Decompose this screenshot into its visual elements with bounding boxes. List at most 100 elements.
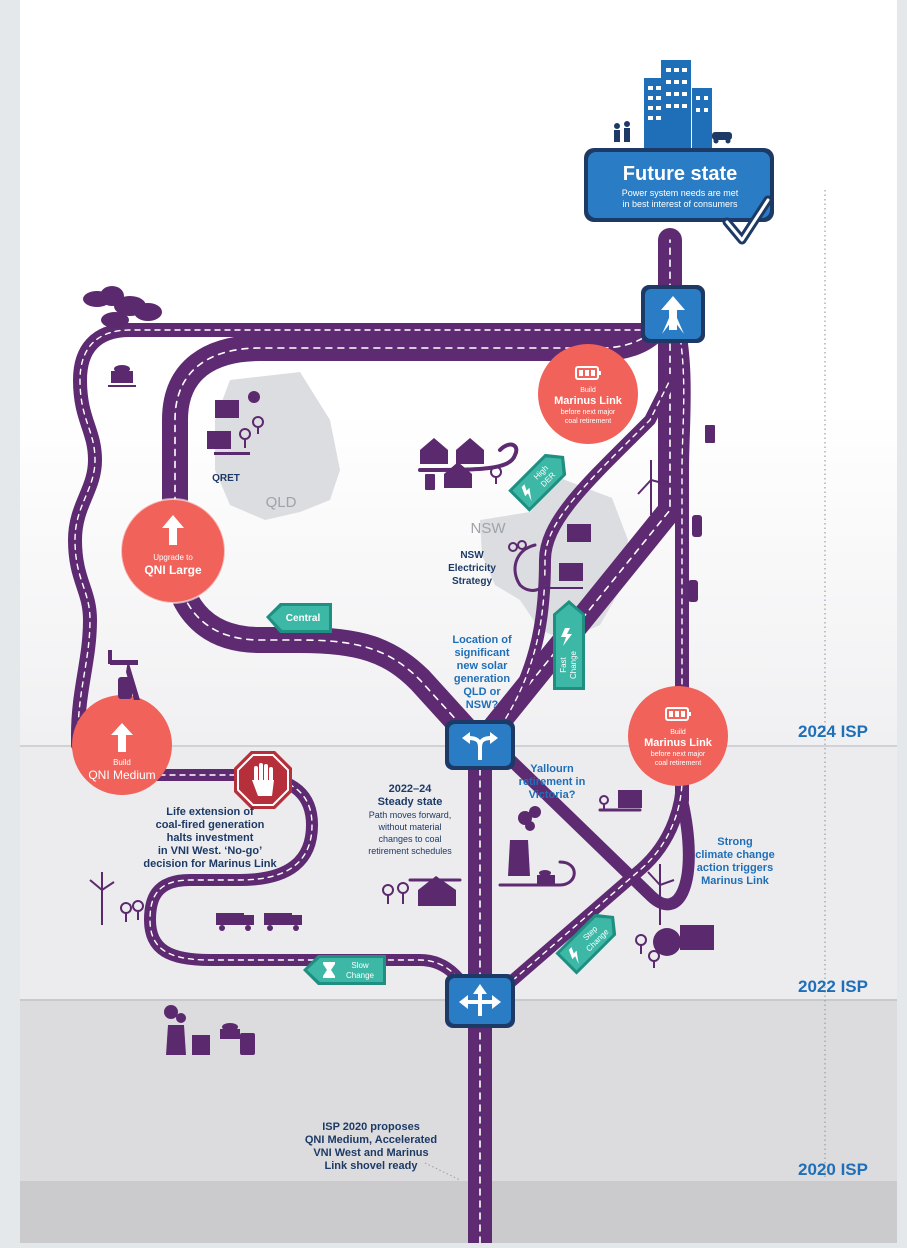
step-change-sign: Step Change bbox=[555, 913, 617, 975]
svg-text:NSW: NSW bbox=[460, 550, 484, 561]
marinus-bottom-sub2: coal retirement bbox=[655, 760, 701, 767]
house-icon bbox=[420, 438, 484, 488]
svg-text:NSW?: NSW? bbox=[466, 699, 499, 711]
band-2024 bbox=[20, 0, 897, 745]
svg-text:new solar: new solar bbox=[457, 660, 508, 672]
coal-wagon-icon bbox=[220, 1023, 255, 1055]
tree-icon bbox=[599, 795, 609, 811]
location-question-label: Location of significant new solar genera… bbox=[452, 634, 512, 711]
slow-change-label2: Change bbox=[346, 971, 375, 980]
solar-panel-icon bbox=[545, 524, 591, 589]
svg-text:decision for Marinus Link: decision for Marinus Link bbox=[143, 858, 277, 870]
fork-sign bbox=[445, 720, 515, 770]
marinus-top-sub1: before next major bbox=[561, 409, 616, 416]
life-extension-label: Life extension of coal-fired generation … bbox=[143, 806, 277, 870]
tree-icon bbox=[239, 416, 264, 448]
marinus-top-sub2: coal retirement bbox=[565, 418, 611, 425]
up-arrow-icon bbox=[111, 723, 133, 752]
svg-text:retirement schedules: retirement schedules bbox=[368, 846, 452, 856]
svg-text:significant: significant bbox=[454, 647, 509, 659]
stop-sign bbox=[234, 751, 292, 809]
yallourn-label: Yallourn retirement in Victoria? bbox=[519, 763, 586, 801]
qni-medium-circle: Build QNI Medium bbox=[72, 695, 172, 795]
electric-car-icon bbox=[688, 515, 702, 602]
marinus-bottom-big: Marinus Link bbox=[644, 737, 713, 749]
svg-text:generation: generation bbox=[454, 673, 511, 685]
qni-medium-big: QNI Medium bbox=[88, 768, 155, 782]
isp-2020-label: 2020 ISP bbox=[798, 1160, 868, 1179]
three-way-sign bbox=[445, 974, 515, 1028]
slow-change-label1: Slow bbox=[351, 961, 369, 970]
svg-text:retirement in: retirement in bbox=[519, 776, 586, 788]
future-state-sign bbox=[588, 152, 770, 218]
oil-pump-icon bbox=[108, 650, 140, 700]
nsw-strategy-label: NSW Electricity Strategy bbox=[448, 550, 496, 587]
marinus-bottom-circle: Build Marinus Link before next major coa… bbox=[628, 686, 728, 786]
svg-text:Yallourn: Yallourn bbox=[530, 763, 574, 775]
svg-text:halts investment: halts investment bbox=[167, 832, 254, 844]
timeline-labels: 2024 ISP 2022 ISP 2020 ISP bbox=[798, 722, 868, 1179]
fast-change-label2: Change bbox=[569, 650, 578, 679]
clouds-icon bbox=[83, 286, 162, 328]
tree-icon bbox=[490, 466, 502, 484]
truck-icon bbox=[216, 913, 302, 931]
marinus-top-small: Build bbox=[580, 387, 596, 394]
high-der-sign: High DER bbox=[508, 453, 567, 512]
qni-large-big: QNI Large bbox=[144, 563, 202, 577]
svg-text:Electricity: Electricity bbox=[448, 563, 496, 574]
labels: QRET NSW Electricity Strategy Location o… bbox=[143, 473, 775, 1181]
future-state-group: Future state Power system needs are met … bbox=[584, 60, 774, 245]
central-label: Central bbox=[286, 613, 321, 624]
wind-turbine-icon bbox=[89, 872, 115, 925]
band-bottom bbox=[20, 1181, 897, 1243]
lightning-icon bbox=[561, 628, 572, 646]
car-icon bbox=[712, 132, 732, 144]
nsw-road bbox=[489, 374, 676, 741]
wind-turbine-icon bbox=[637, 460, 667, 515]
svg-text:Link shovel ready: Link shovel ready bbox=[325, 1160, 419, 1172]
svg-text:Strong: Strong bbox=[717, 836, 752, 848]
pedestrians-icon bbox=[614, 121, 630, 142]
house-icon bbox=[418, 876, 456, 906]
solar-panel-icon bbox=[618, 790, 642, 808]
steady-state-label: 2022–24 Steady state Path moves forward,… bbox=[368, 783, 452, 856]
qni-medium-small: Build bbox=[113, 758, 131, 767]
slow-change-road bbox=[114, 769, 478, 1006]
qni-large-circle: Upgrade to QNI Large bbox=[120, 498, 226, 604]
svg-text:Strategy: Strategy bbox=[452, 576, 492, 587]
lightning-icon bbox=[568, 947, 579, 965]
tree-icon bbox=[120, 900, 144, 922]
factory-icon bbox=[508, 806, 541, 876]
factory-icon bbox=[164, 1005, 210, 1055]
svg-text:Path moves forward,: Path moves forward, bbox=[369, 810, 452, 820]
tree-icon bbox=[382, 882, 409, 904]
marinus-top-big: Marinus Link bbox=[554, 395, 623, 407]
battery-icon bbox=[665, 707, 691, 721]
tree-icon bbox=[635, 934, 660, 968]
wind-turbine-icon bbox=[647, 864, 675, 925]
svg-text:climate change: climate change bbox=[695, 849, 774, 861]
svg-text:QNI Medium, Accelerated: QNI Medium, Accelerated bbox=[305, 1134, 437, 1146]
svg-text:coal-fired generation: coal-fired generation bbox=[156, 819, 265, 831]
svg-text:ISP 2020 proposes: ISP 2020 proposes bbox=[322, 1121, 420, 1133]
isp2020-label: ISP 2020 proposes QNI Medium, Accelerate… bbox=[305, 1121, 437, 1172]
merge-arrow-icon bbox=[661, 296, 685, 334]
svg-text:Marinus Link: Marinus Link bbox=[701, 875, 770, 887]
svg-text:2022–24: 2022–24 bbox=[389, 783, 433, 795]
battery-icon bbox=[575, 366, 601, 380]
future-state-line2: in best interest of consumers bbox=[622, 199, 738, 209]
svg-text:Life extension of: Life extension of bbox=[166, 806, 254, 818]
solar-panel-icon bbox=[207, 400, 250, 455]
battery-icon bbox=[425, 474, 435, 490]
nsw-label: NSW bbox=[471, 520, 507, 537]
left-wavy-road bbox=[68, 323, 657, 752]
qld-label: QLD bbox=[266, 494, 297, 511]
coal-wagon-icon bbox=[537, 870, 555, 884]
lightning-icon bbox=[521, 484, 532, 502]
marinus-bottom-small: Build bbox=[670, 729, 686, 736]
central-sign: Central bbox=[266, 603, 332, 633]
marinus-bottom-sub1: before next major bbox=[651, 751, 706, 758]
fast-change-label1: Fast bbox=[559, 656, 568, 672]
